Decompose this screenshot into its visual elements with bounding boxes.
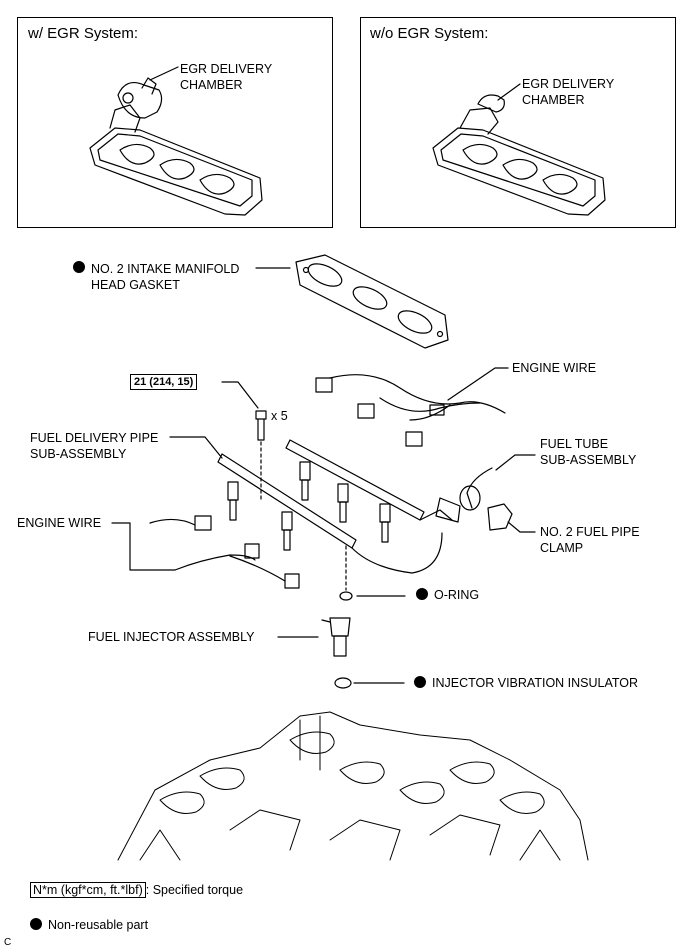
insulator-shape: [334, 677, 352, 689]
fuel-delivery-pipe-label: FUEL DELIVERY PIPE SUB-ASSEMBLY: [30, 431, 159, 461]
corner-mark: C: [4, 937, 12, 948]
fuel-injector: [321, 617, 351, 657]
fuel-delivery-pipe: [217, 439, 461, 574]
without-egr-title: w/o EGR System:: [370, 25, 489, 42]
fuel-tube-label: FUEL TUBE SUB-ASSEMBLY: [540, 437, 637, 467]
torque-spec-box: 21 (214, 15): [130, 374, 198, 390]
gasket-label: NO. 2 INTAKE MANIFOLD HEAD GASKET: [73, 261, 239, 293]
non-reusable-dot-icon: [30, 918, 42, 930]
with-egr-panel: [17, 17, 333, 228]
non-reusable-dot-icon: [416, 588, 428, 600]
o-ring-label: O-RING: [416, 588, 479, 603]
intake-manifold-gasket: [295, 254, 449, 349]
with-egr-title: w/ EGR System:: [28, 25, 139, 42]
engine-wire-harness-top: [315, 374, 506, 447]
engine-block: [117, 711, 589, 861]
engine-wire-harness-left: [149, 515, 300, 589]
torque-legend-text: : Specified torque: [145, 883, 244, 897]
gasket-label-text: NO. 2 INTAKE MANIFOLD HEAD GASKET: [91, 262, 240, 292]
egr-chamber-label-left: EGR DELIVERY CHAMBER: [180, 62, 273, 92]
engine-wire-left-label: ENGINE WIRE: [17, 516, 102, 530]
fuel-pipe-clamp-label: NO. 2 FUEL PIPE CLAMP: [540, 525, 640, 555]
injector-insulator-label-text: INJECTOR VIBRATION INSULATOR: [432, 676, 639, 690]
bolt-quantity: x 5: [271, 409, 288, 423]
nonreusable-legend-text: Non-reusable part: [48, 918, 149, 932]
engine-wire-top-label: ENGINE WIRE: [512, 361, 597, 375]
injector-insulator-label: INJECTOR VIBRATION INSULATOR: [414, 676, 638, 691]
non-reusable-dot-icon: [414, 676, 426, 688]
intake-manifold-without-egr: [432, 83, 606, 216]
fuel-pipe-clamp: [487, 503, 513, 531]
non-reusable-dot-icon: [73, 261, 85, 273]
bolt: [255, 410, 267, 441]
fuel-tube: [459, 467, 493, 511]
o-ring-shape: [339, 591, 353, 601]
torque-legend-unit: N*m (kgf*cm, ft.*lbf): [30, 882, 146, 898]
intake-manifold-with-egr: [89, 66, 263, 216]
torque-legend: N*m (kgf*cm, ft.*lbf): Specified torque: [30, 882, 244, 898]
o-ring-label-text: O-RING: [434, 588, 480, 602]
nonreusable-legend: Non-reusable part: [30, 918, 148, 933]
without-egr-panel: [360, 17, 676, 228]
fuel-injector-label: FUEL INJECTOR ASSEMBLY: [88, 630, 255, 644]
egr-chamber-label-right: EGR DELIVERY CHAMBER: [522, 77, 615, 107]
